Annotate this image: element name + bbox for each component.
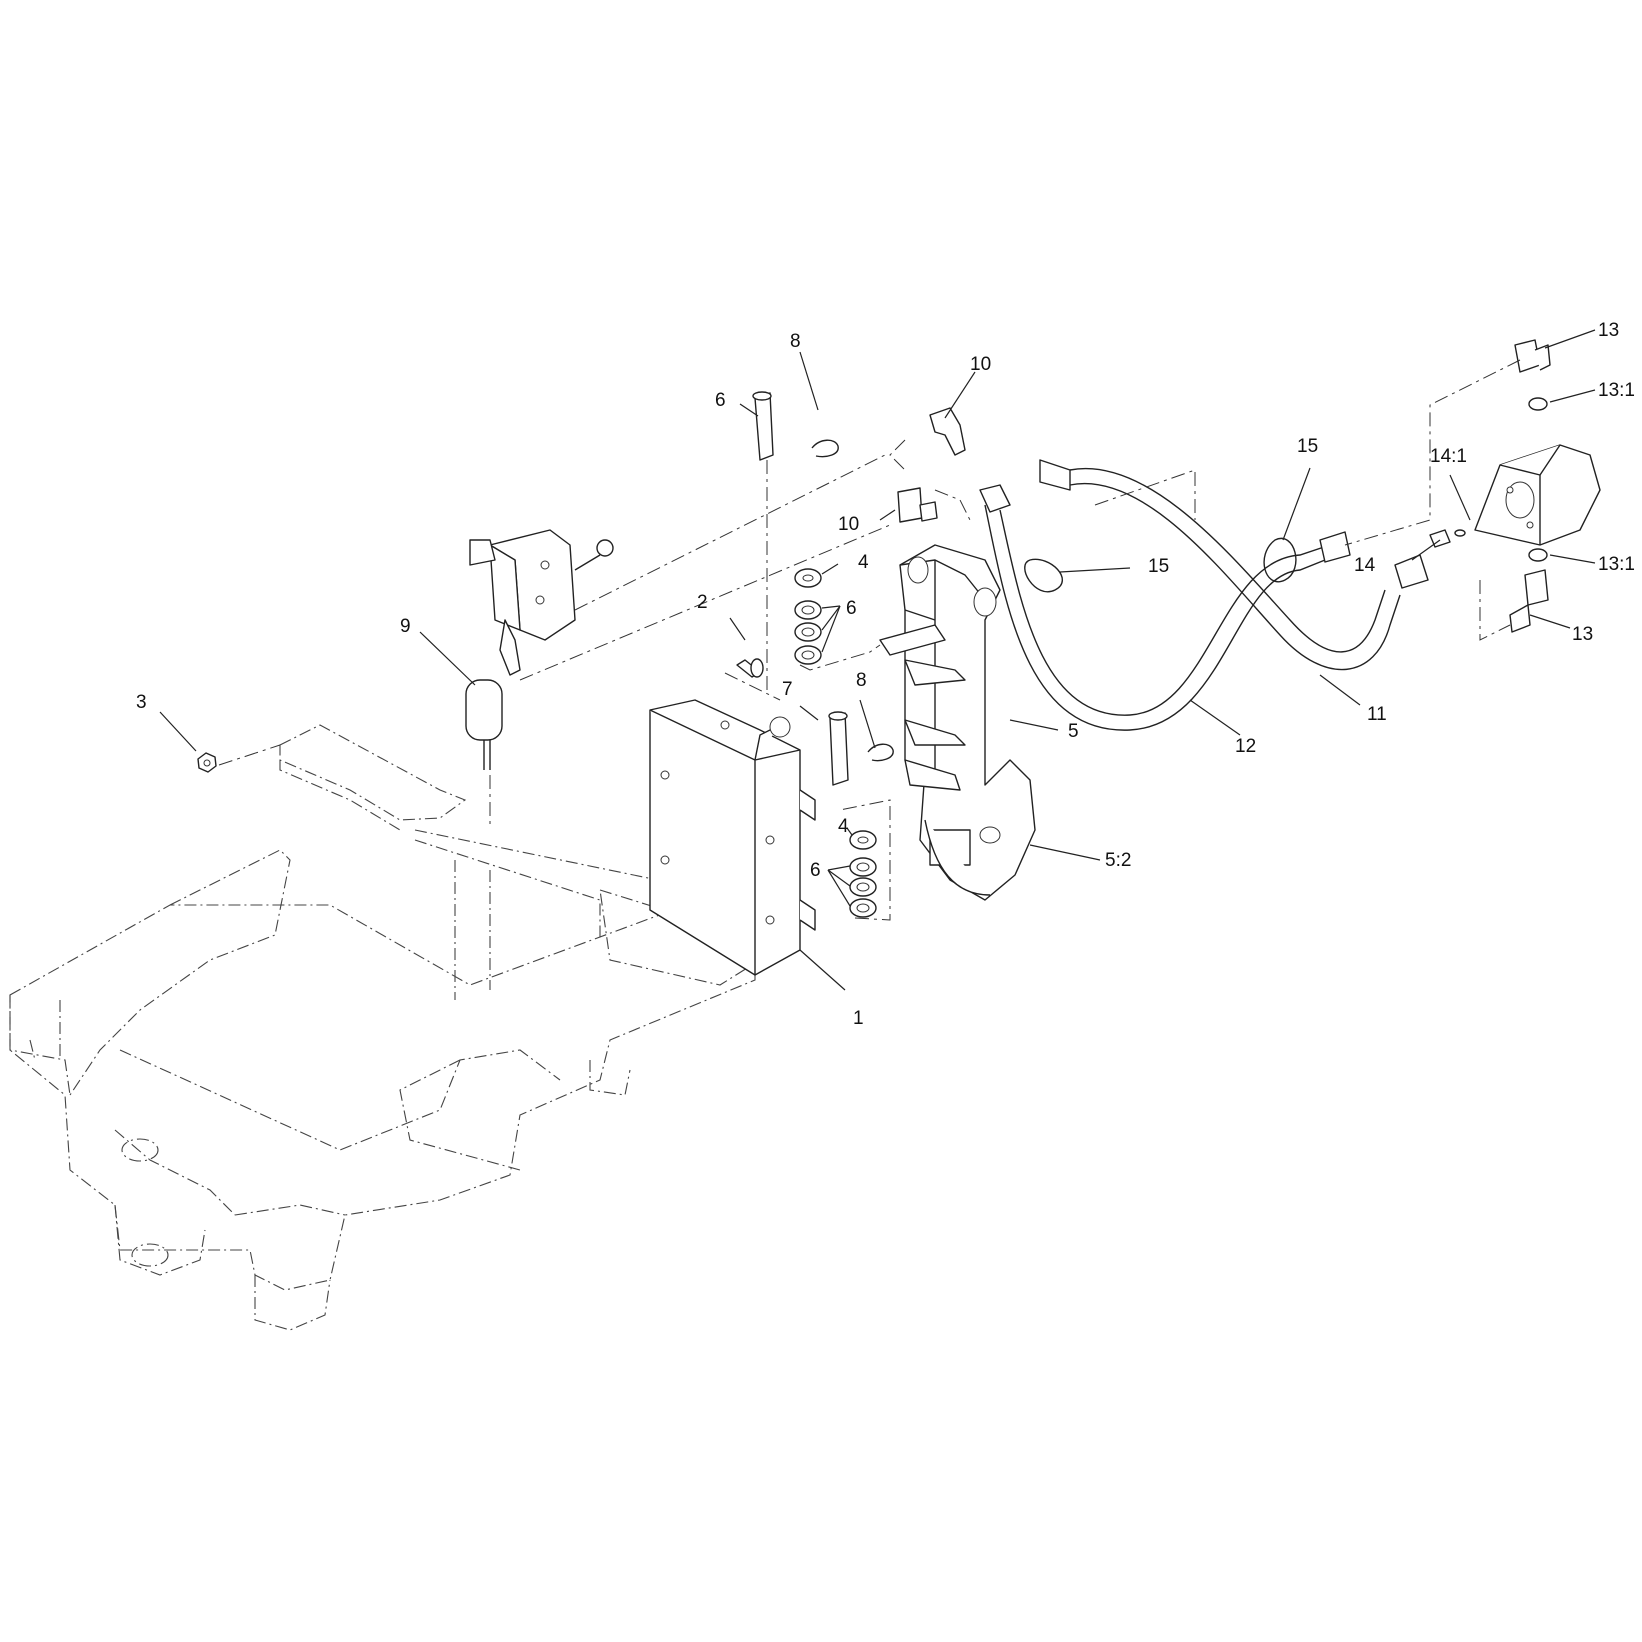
callout-8-lower: 8 (856, 670, 867, 691)
callout-1: 1 (853, 1008, 864, 1029)
callout-6-lower: 6 (810, 860, 821, 881)
hydraulic-valve (469, 454, 891, 681)
callout-14-1: 14:1 (1430, 446, 1467, 467)
fittings-10 (889, 407, 971, 523)
fasteners (197, 391, 894, 825)
callout-13-top: 13 (1598, 320, 1619, 341)
callout-13-bottom: 13 (1572, 624, 1593, 645)
callout-5: 5 (1068, 721, 1079, 742)
leader-lines (159, 329, 1596, 991)
callout-2: 2 (697, 592, 708, 613)
callout-8-upper: 8 (790, 331, 801, 352)
callout-15-top: 15 (1297, 436, 1318, 457)
mounting-plate (649, 699, 816, 976)
callouts: 6 8 10 10 4 6 2 9 3 7 8 4 6 5 5:2 1 12 1… (136, 320, 1635, 1029)
callout-11: 11 (1367, 704, 1387, 725)
callout-3: 3 (136, 692, 147, 713)
callout-7-upper: 6 (715, 390, 726, 411)
hitch-bracket (879, 544, 1036, 901)
callout-13-1-bottom: 13:1 (1598, 554, 1635, 575)
callout-12: 12 (1235, 736, 1256, 757)
washers (794, 568, 891, 921)
callout-15-left: 15 (1148, 556, 1169, 577)
callout-4-lower: 4 (838, 816, 849, 837)
pump-assembly (1344, 339, 1601, 641)
callout-7-lower: 7 (782, 679, 793, 700)
callout-6-upper: 6 (846, 598, 857, 619)
callout-10-lower: 10 (838, 514, 859, 535)
machine-frame (9, 724, 761, 1331)
callout-13-1-top: 13:1 (1598, 380, 1635, 401)
callout-5-2: 5:2 (1105, 850, 1131, 871)
callout-14: 14 (1354, 555, 1376, 576)
callout-9: 9 (400, 616, 411, 637)
callout-10-upper: 10 (970, 354, 991, 375)
callout-4-upper: 4 (858, 552, 869, 573)
hoses (979, 459, 1429, 731)
